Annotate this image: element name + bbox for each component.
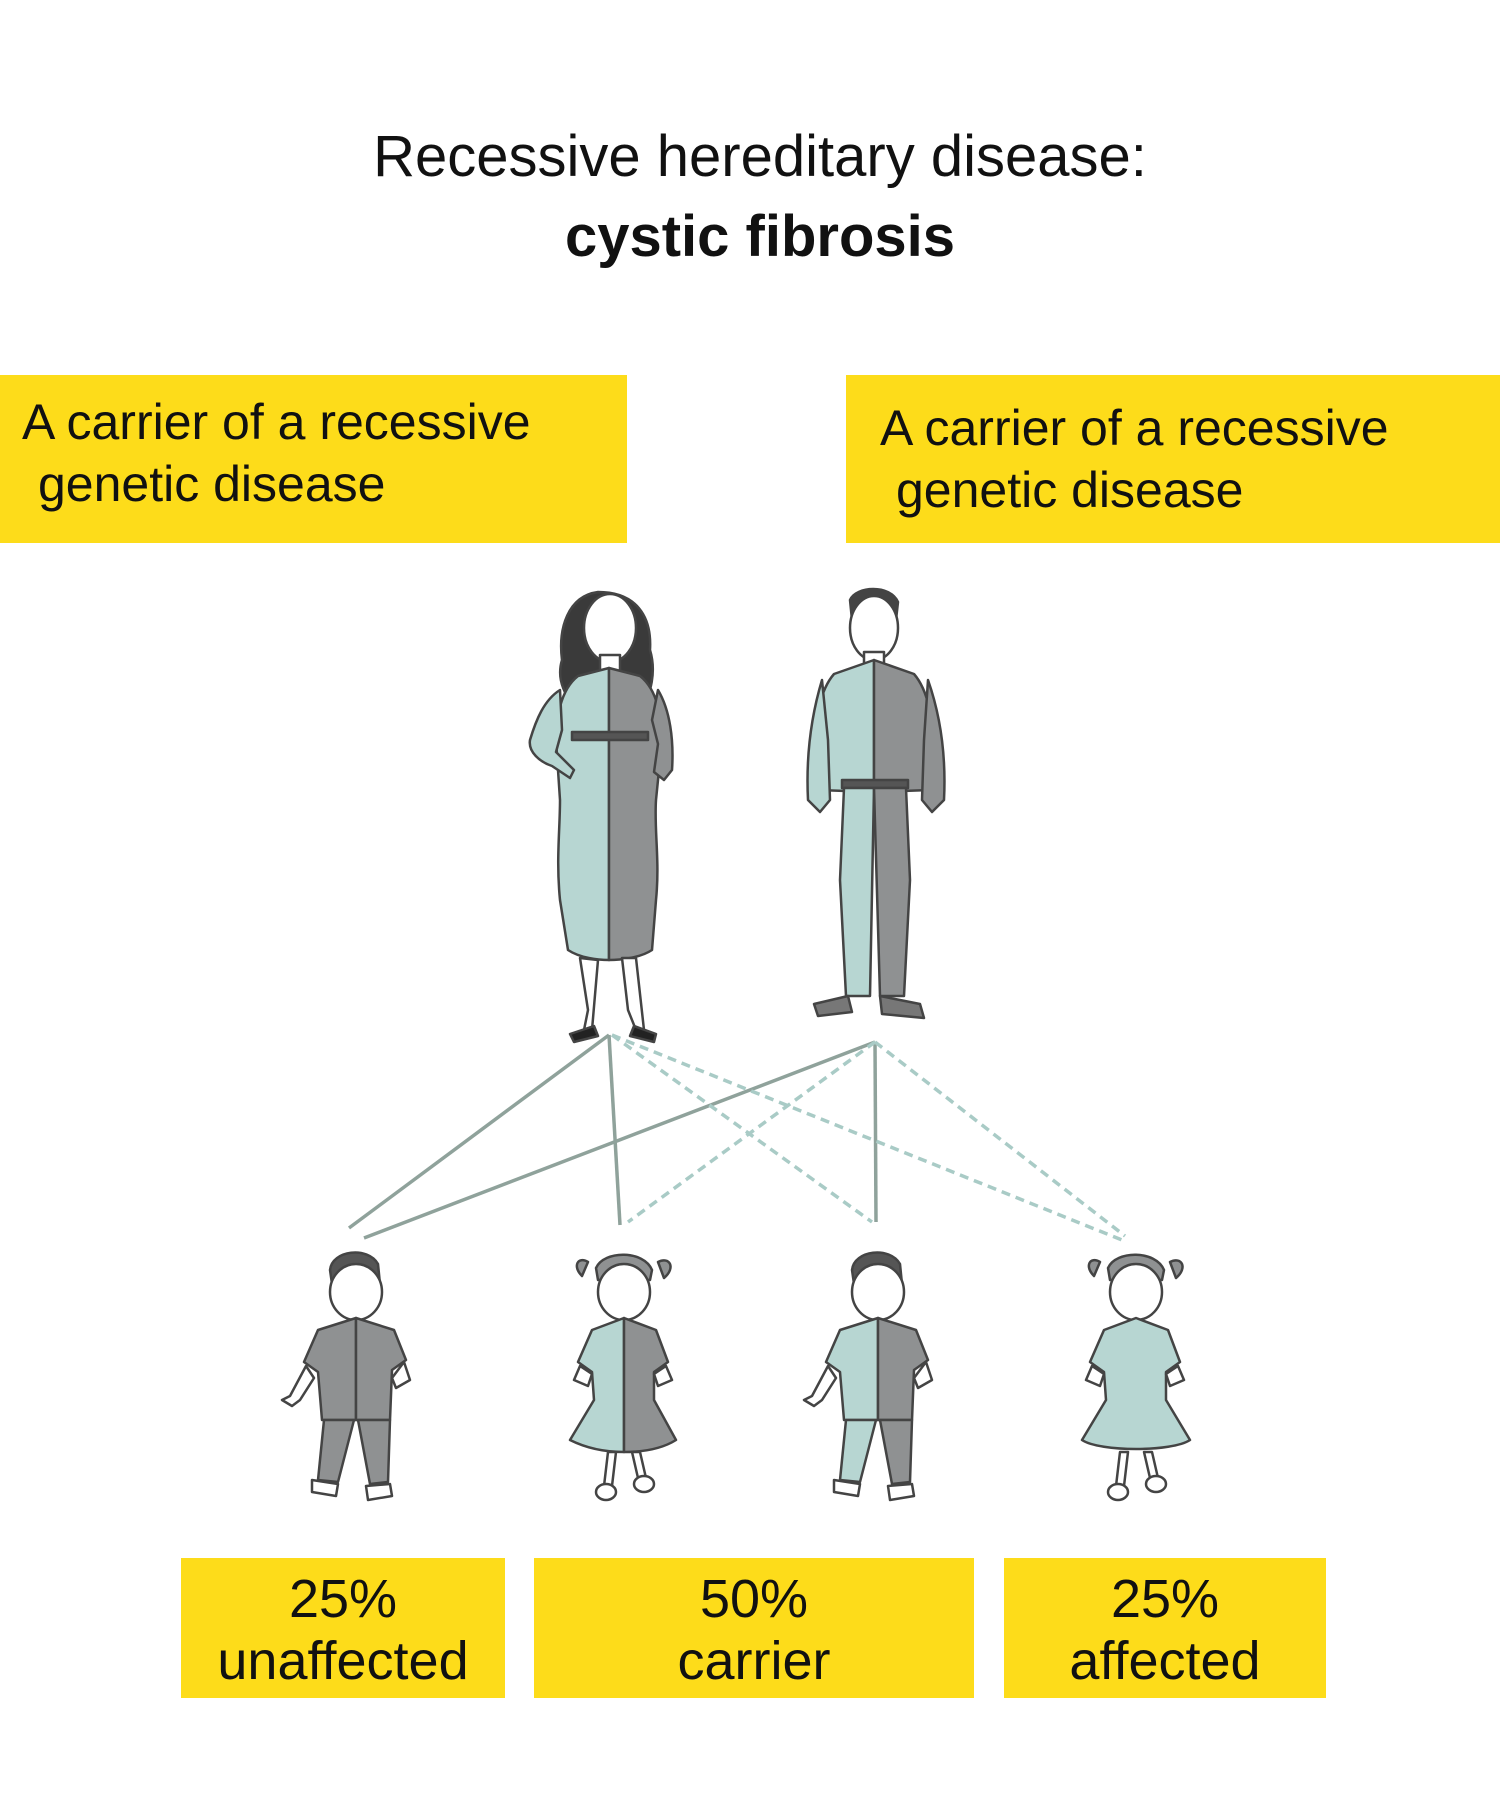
dashed-line-mother-to-son-2 — [610, 1033, 874, 1224]
outcome-carrier-label: 50% carrier — [534, 1558, 974, 1698]
title-line-1: Recessive hereditary disease: — [373, 124, 1147, 189]
solid-line-mother-to-son-1 — [347, 1033, 611, 1230]
solid-line-father-to-son-1 — [363, 1040, 876, 1240]
father-figure — [806, 587, 946, 1020]
child-carrier-girl — [568, 1253, 678, 1502]
outcome-carrier-text: carrier — [677, 1631, 831, 1691]
outcome-carrier-percent: 50% — [699, 1569, 809, 1629]
solid-line-mother-to-daughter-1 — [607, 1034, 622, 1226]
outcome-unaffected-label: 25% unaffected — [181, 1558, 505, 1698]
mother-carrier-label: A carrier of a recessive genetic disease — [0, 375, 627, 543]
outcome-affected-label: 25% affected — [1004, 1558, 1326, 1698]
mother-label-line-2: genetic disease — [38, 456, 386, 512]
child-unaffected-boy — [280, 1251, 412, 1502]
dashed-line-father-to-daughter-1 — [626, 1040, 877, 1224]
outcome-affected-text: affected — [1069, 1631, 1261, 1691]
father-label-line-1: A carrier of a recessive — [880, 400, 1389, 456]
diagram-title: Recessive hereditary disease: cystic fib… — [0, 122, 1500, 271]
child-affected-girl — [1080, 1253, 1192, 1502]
outcome-unaffected-text: unaffected — [217, 1631, 469, 1691]
outcome-unaffected-percent: 25% — [288, 1569, 398, 1629]
solid-line-father-to-son-2 — [873, 1041, 878, 1223]
father-label-line-2: genetic disease — [896, 462, 1244, 518]
title-line-2: cystic fibrosis — [564, 203, 956, 269]
mother-figure — [528, 590, 674, 1044]
inheritance-lines — [347, 1033, 1127, 1242]
dashed-line-mother-to-daughter-2 — [611, 1033, 1123, 1242]
dashed-line-father-to-daughter-2 — [873, 1040, 1127, 1238]
father-carrier-label: A carrier of a recessive genetic disease — [846, 375, 1500, 543]
outcome-affected-percent: 25% — [1110, 1569, 1220, 1629]
mother-label-line-1: A carrier of a recessive — [22, 394, 531, 450]
child-carrier-boy — [802, 1251, 934, 1502]
